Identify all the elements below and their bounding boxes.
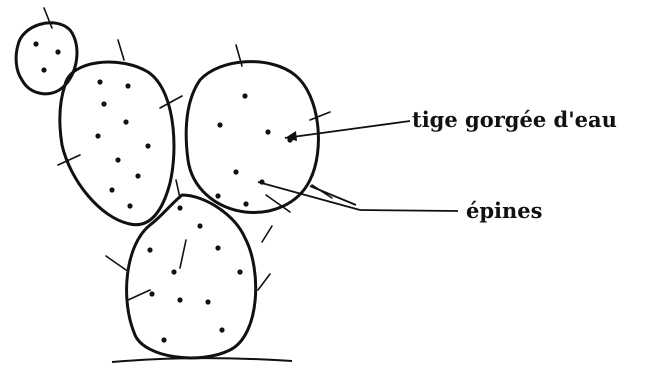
leader-line-stem bbox=[285, 121, 410, 141]
cactus-pad-small bbox=[16, 23, 77, 94]
cactus-pad-left bbox=[60, 62, 174, 225]
cactus-pad-bottom bbox=[127, 195, 256, 358]
label-spines: épines bbox=[466, 198, 542, 223]
cactus-pad-right bbox=[186, 62, 318, 213]
leader-line-spines bbox=[258, 182, 458, 211]
label-water-stem: tige gorgée d'eau bbox=[412, 107, 617, 132]
